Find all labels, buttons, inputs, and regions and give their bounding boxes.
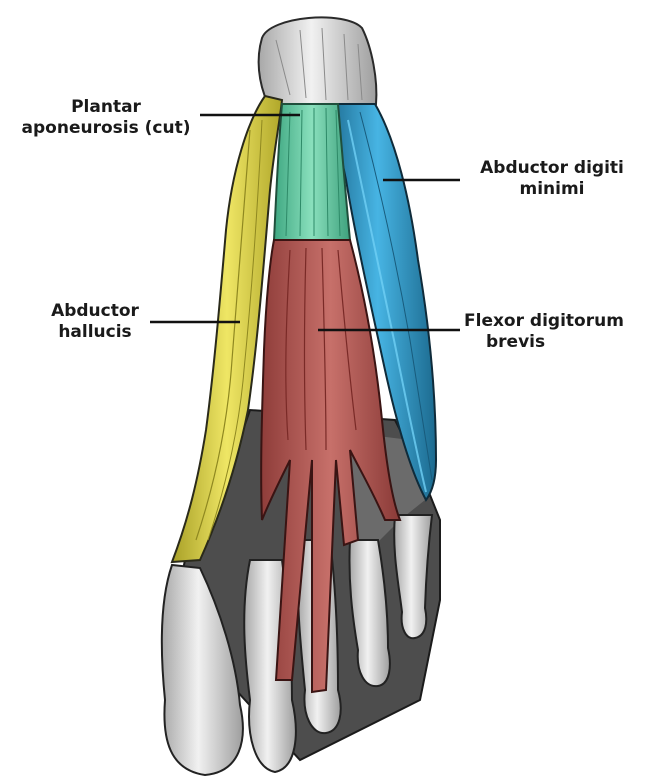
label-plantar-aponeurosis-line2: aponeurosis (cut) xyxy=(21,118,191,138)
label-abductor-hallucis: Abductor hallucis xyxy=(40,301,150,343)
label-abductor-digiti-minimi: Abductor digiti minimi xyxy=(462,158,642,200)
plantar-aponeurosis-muscle xyxy=(272,103,352,241)
heel-bone xyxy=(257,16,378,105)
flexor-digitorum-brevis-muscle xyxy=(260,239,402,694)
label-abductor-hallucis-line1: Abductor xyxy=(51,301,139,321)
label-flexor-digitorum-brevis-line2: brevis xyxy=(486,332,546,352)
label-abductor-digiti-minimi-line1: Abductor digiti xyxy=(480,158,624,178)
label-plantar-aponeurosis: Plantar aponeurosis (cut) xyxy=(16,97,196,139)
label-abductor-hallucis-line2: hallucis xyxy=(58,322,132,342)
label-plantar-aponeurosis-line1: Plantar xyxy=(71,97,141,117)
label-abductor-digiti-minimi-line2: minimi xyxy=(519,179,585,199)
abductor-hallucis-muscle xyxy=(170,94,284,564)
label-flexor-digitorum-brevis: Flexor digitorum brevis xyxy=(464,311,654,353)
abductor-digiti-minimi-muscle xyxy=(328,103,438,502)
label-flexor-digitorum-brevis-line1: Flexor digitorum xyxy=(464,311,624,331)
leader-lines xyxy=(150,113,460,332)
